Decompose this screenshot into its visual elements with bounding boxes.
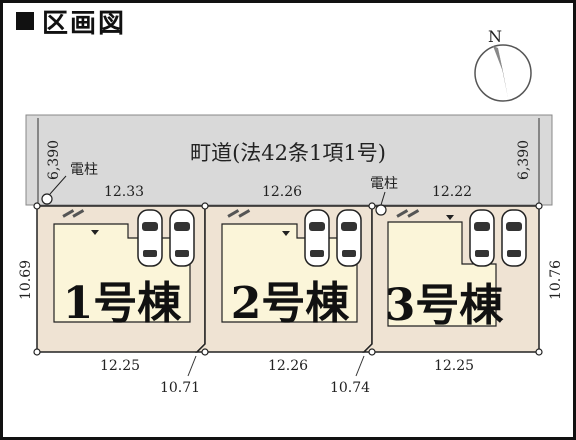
entrance-arrow-icon [446, 215, 454, 220]
lot-name-2: 2号棟 [231, 278, 351, 329]
leader-line [187, 355, 197, 377]
lot-back-2: 12.26 [268, 358, 308, 374]
leader-line [355, 355, 365, 377]
lot-back-1: 12.25 [100, 358, 140, 374]
car-icon [501, 209, 527, 267]
lot-front-3: 12.22 [432, 184, 472, 200]
entrance-arrow-icon [282, 231, 290, 236]
house-footprint-3 [387, 221, 497, 327]
lot-name-1: 1号棟 [63, 278, 183, 329]
car-icon [169, 209, 195, 267]
parking-cars [137, 209, 527, 267]
title-square-icon [16, 12, 34, 30]
utility-pole-icon: 電柱 [41, 162, 98, 205]
lot-1: 1号棟 12.33 12.25 10.69 [18, 184, 206, 374]
lot-front-1: 12.33 [104, 184, 144, 200]
lot-side-3: 10.74 [330, 380, 370, 396]
road-width-right: 6,390 [516, 140, 532, 180]
utility-pole-icon: 電柱 [370, 176, 398, 216]
meter-marks [62, 209, 420, 218]
pole-label-2: 電柱 [370, 176, 398, 192]
page-title: 区画図 [42, 8, 127, 39]
boundary-markers [33, 202, 543, 356]
title-block: 区画図 [16, 6, 126, 39]
lot-side-1: 10.69 [18, 260, 34, 300]
compass-icon: N [474, 27, 532, 102]
road-area [25, 114, 553, 206]
car-icon [469, 209, 495, 267]
lot-side-2: 10.71 [160, 380, 200, 396]
entrance-arrow-icon [91, 230, 99, 235]
car-icon [304, 209, 330, 267]
lot-back-3: 12.25 [434, 358, 474, 374]
car-icon [336, 209, 362, 267]
lot-3: 3号棟 12.22 12.25 10.74 10.76 [330, 184, 564, 396]
lot-front-2: 12.26 [262, 184, 302, 200]
lot-side-right: 10.76 [548, 260, 564, 300]
pole-label-1: 電柱 [70, 162, 98, 178]
road-width-left: 6,390 [46, 140, 62, 180]
compass-north-label: N [488, 27, 502, 46]
car-icon [137, 209, 163, 267]
road-label: 町道(法42条1項1号) [190, 141, 386, 165]
lot-name-3: 3号棟 [385, 280, 505, 331]
